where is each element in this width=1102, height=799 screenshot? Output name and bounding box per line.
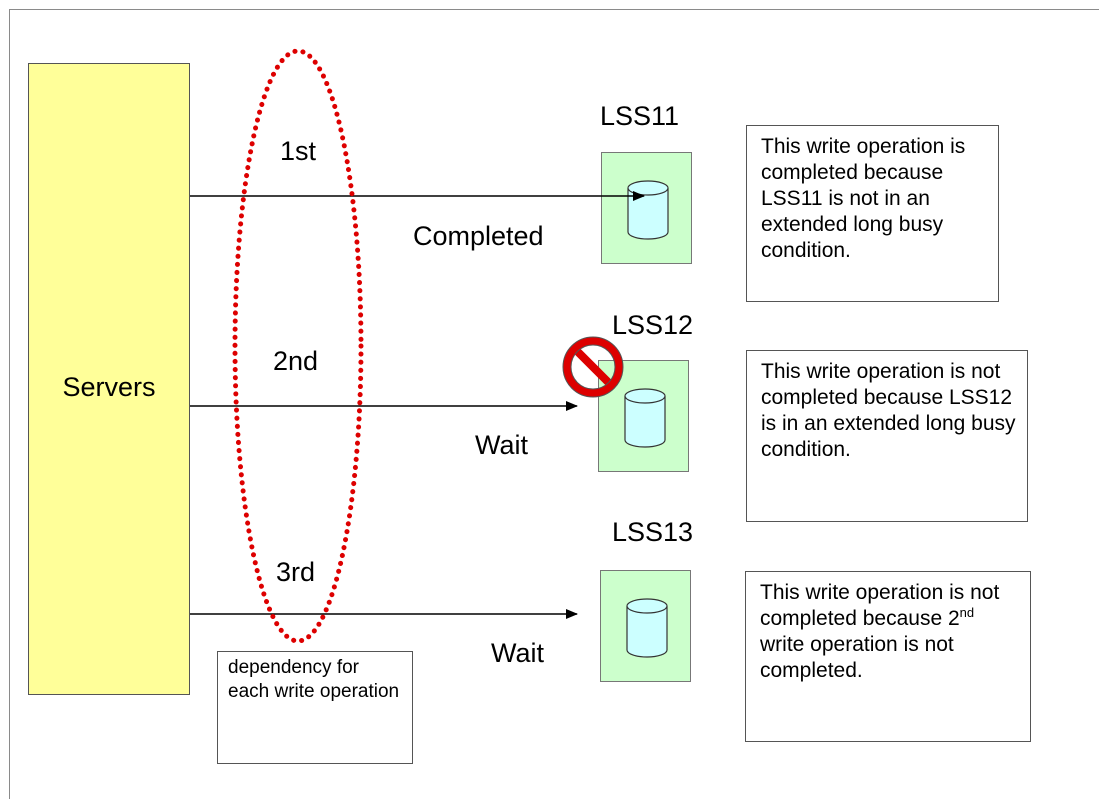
lss-box-3 xyxy=(600,570,691,682)
note-box-1: This write operation is completed becaus… xyxy=(746,125,999,302)
lss-label-1: LSS11 xyxy=(600,101,680,131)
lss-label-2: LSS12 xyxy=(612,310,694,340)
status-label-3: Wait xyxy=(491,638,544,668)
note-text-3-b: write operation is not completed. xyxy=(760,633,954,682)
note-text-3-a: This write operation is not completed be… xyxy=(760,581,1000,630)
order-label-2: 2nd xyxy=(273,346,319,376)
lss-label-3: LSS13 xyxy=(612,517,694,547)
servers-label: Servers xyxy=(62,372,156,402)
dependency-label: dependency for each write operation xyxy=(228,657,400,702)
dependency-label-box: dependency for each write operation xyxy=(217,651,413,764)
disk-cylinder-icon xyxy=(626,598,668,658)
note-box-2: This write operation is not completed be… xyxy=(746,350,1028,522)
order-label-1: 1st xyxy=(280,136,317,166)
servers-box: Servers xyxy=(28,63,190,695)
lss-box-2 xyxy=(598,360,689,472)
dependency-ellipse xyxy=(232,48,364,644)
note-text-3-sup: nd xyxy=(959,605,975,620)
diagram-frame xyxy=(9,9,1099,799)
status-label-2: Wait xyxy=(475,430,528,460)
note-text-2: This write operation is not completed be… xyxy=(761,360,1016,461)
order-label-3: 3rd xyxy=(276,557,316,587)
disk-cylinder-icon xyxy=(624,388,666,448)
note-text-1: This write operation is completed becaus… xyxy=(761,135,966,262)
note-box-3: This write operation is not completed be… xyxy=(745,571,1031,742)
no-entry-icon xyxy=(562,336,624,398)
status-label-1: Completed xyxy=(413,221,544,251)
